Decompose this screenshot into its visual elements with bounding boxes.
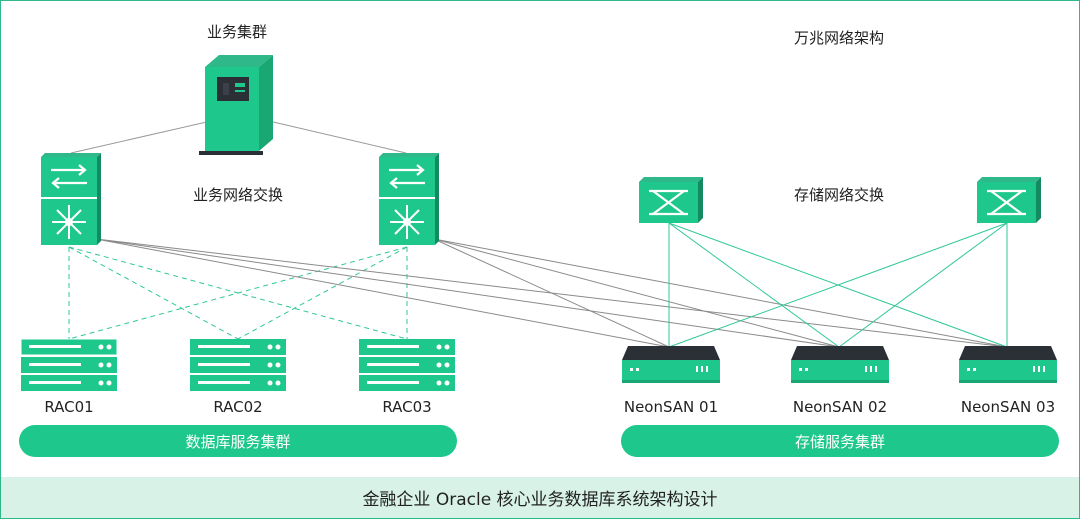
biz-switch-label: 业务网络交换 (192, 186, 284, 204)
storage-switch-2-icon (977, 177, 1041, 223)
neonsan02-storage-icon (791, 346, 889, 383)
wire-storage-san-group (668, 222, 1008, 348)
server-tower-icon (199, 55, 273, 155)
business-switch-2-icon (379, 153, 439, 245)
rac02-server-icon (190, 339, 286, 391)
business-switch-1-icon (41, 153, 101, 245)
diagram-caption: 金融企业 Oracle 核心业务数据库系统架构设计 (1, 477, 1079, 518)
neonsan03-storage-icon (959, 346, 1057, 383)
neonsan01-label: NeonSAN 01 (623, 398, 719, 416)
ten-gig-label: 万兆网络架构 (793, 29, 885, 47)
rac02-label: RAC02 (213, 398, 263, 416)
storage-switch-label: 存储网络交换 (793, 186, 885, 204)
wire-switch-san-group (95, 238, 1008, 348)
db-service-cluster-pill: 数据库服务集群 (19, 425, 457, 457)
neonsan03-label: NeonSAN 03 (960, 398, 1056, 416)
neonsan02-label: NeonSAN 02 (792, 398, 888, 416)
rac01-server-icon (21, 339, 118, 391)
neonsan01-storage-icon (622, 346, 720, 383)
storage-switch-1-icon (639, 177, 703, 223)
wire-server-switch-2 (268, 120, 407, 154)
rac01-label: RAC01 (44, 398, 94, 416)
wire-switch-rac-group (68, 246, 408, 340)
storage-service-cluster-pill: 存储服务集群 (621, 425, 1059, 457)
rac03-label: RAC03 (382, 398, 432, 416)
biz-cluster-label: 业务集群 (206, 23, 268, 41)
rac03-server-icon (359, 339, 455, 391)
wire-server-switch-1 (70, 120, 212, 154)
